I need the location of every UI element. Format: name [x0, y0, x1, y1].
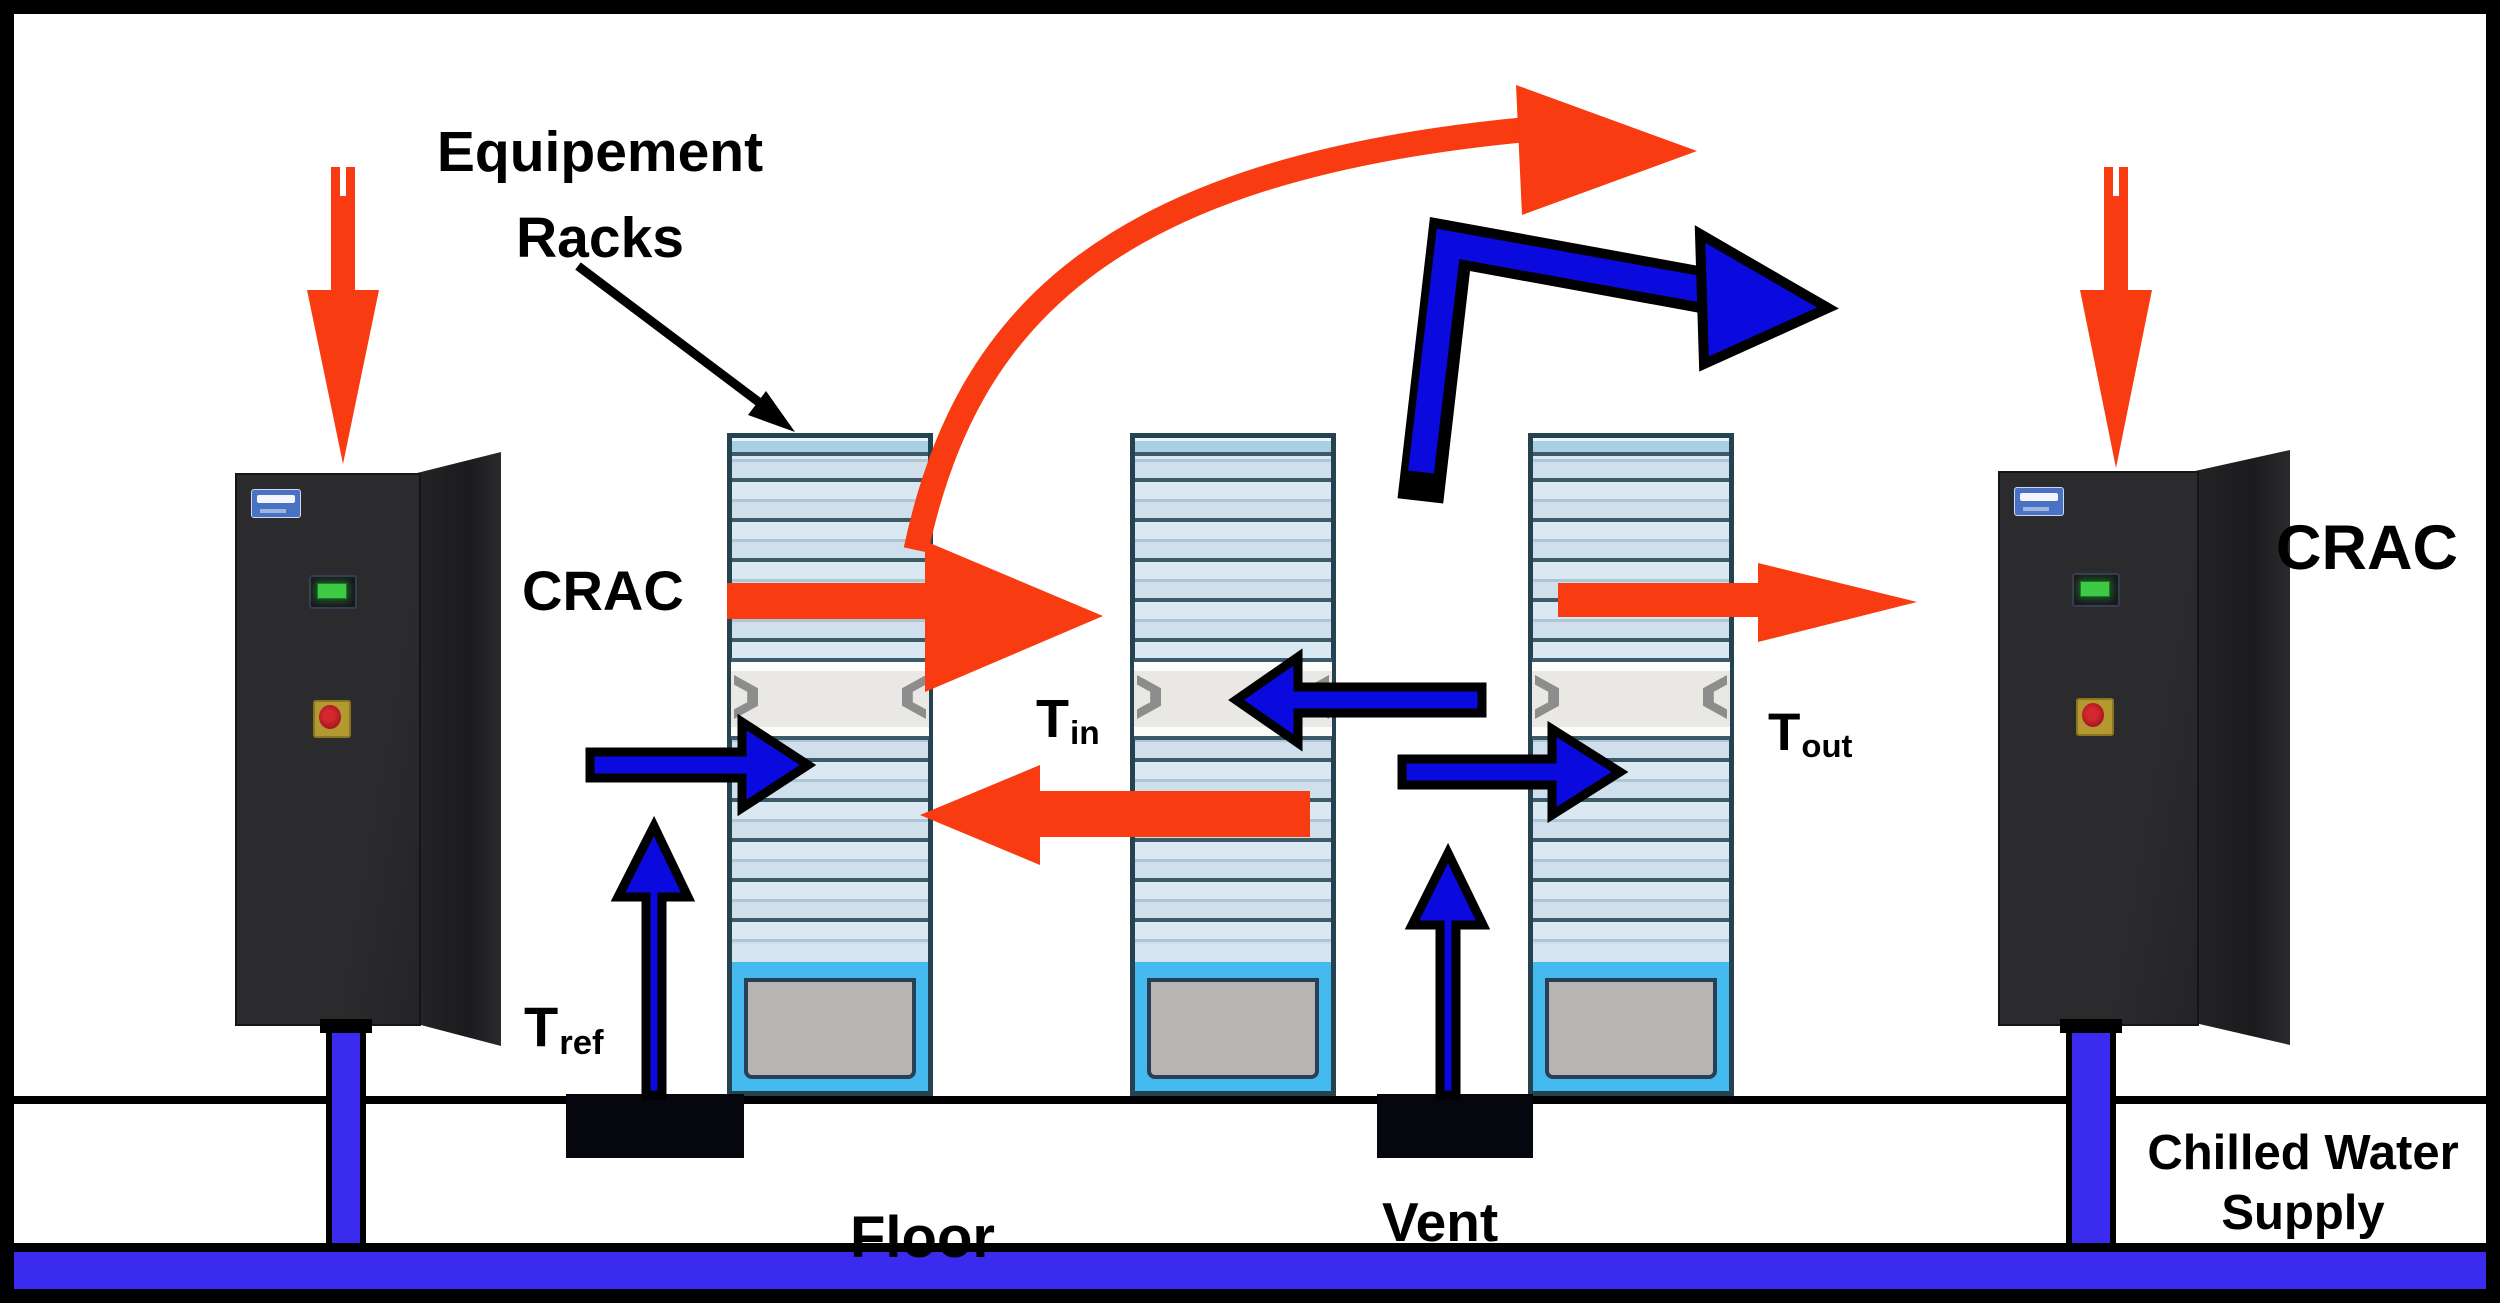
rack-mid-bay [1532, 658, 1730, 740]
chilled-water-supply-label: Chilled Water Supply [2124, 1124, 2482, 1244]
cold-return-bent-arrow [1397, 216, 1839, 504]
cold-inlet-arrow-rack1 [585, 713, 817, 817]
crac-brand-logo [251, 489, 301, 518]
t-out-symbol: T [1768, 703, 1801, 762]
equipment-racks-pointer-arrow [575, 262, 795, 432]
pipe-joint [320, 1019, 372, 1033]
chilled-water-main-pipe [14, 1243, 2486, 1301]
crac-front-panel [1998, 471, 2199, 1026]
cold-inlet-arrow-rack3 [1397, 720, 1629, 824]
rack-base-panel [1147, 978, 1319, 1079]
t-ref-label: Tref [524, 996, 604, 1062]
rack-top-cap [732, 438, 928, 456]
chilled-water-riser-right [2066, 1022, 2116, 1252]
t-in-label: Tin [1036, 689, 1100, 753]
crac-green-screen [317, 583, 347, 599]
t-out-subscript: out [1801, 727, 1853, 765]
crac-emergency-stop-button [313, 700, 351, 738]
vent-up-arrow [1404, 842, 1491, 1100]
hot-exhaust-arrow-rack1 [727, 541, 1103, 692]
crac-side-panel [2195, 450, 2290, 1045]
hot-exhaust-arrow-rack3 [1558, 563, 1917, 642]
crac-right-label: CRAC [2276, 513, 2458, 583]
vent-up-arrow-tref [610, 815, 696, 1100]
crac-brand-logo [2014, 487, 2064, 516]
floor-vent-right [1377, 1094, 1533, 1158]
crac-left-label: CRAC [522, 559, 684, 622]
rack-base-panel [744, 978, 916, 1079]
rack-base-panel [1545, 978, 1717, 1079]
equipment-racks-label-line2: Racks [516, 205, 684, 270]
crac-emergency-stop-button [2076, 698, 2114, 736]
equipment-racks-label-line1: Equipement [436, 120, 764, 184]
rack-mid-bay [731, 658, 929, 740]
crac-green-screen [2080, 581, 2110, 597]
t-ref-symbol: T [524, 995, 559, 1058]
raised-floor-line [14, 1096, 2486, 1104]
hot-air-down-arrow-left [307, 167, 379, 464]
crac-unit-left [235, 452, 501, 1046]
rack-top-cap [1533, 438, 1729, 456]
cold-inlet-arrow-rack2 [1228, 648, 1487, 752]
hot-exhaust-curved-arrow [903, 85, 1697, 553]
rack-base [1135, 944, 1331, 1091]
pipe-joint [2060, 1019, 2122, 1033]
crac-status-display [2072, 573, 2120, 607]
rack-base [732, 944, 928, 1091]
equipment-rack-3 [1528, 433, 1734, 1096]
t-ref-subscript: ref [559, 1023, 604, 1062]
t-in-symbol: T [1036, 689, 1069, 749]
t-out-label: Tout [1768, 703, 1853, 765]
t-in-subscript: in [1070, 715, 1100, 753]
equipment-racks-label: Equipement Racks [418, 110, 782, 281]
chilled-water-label-line2: Supply [2221, 1185, 2385, 1240]
rack-base [1533, 944, 1729, 1091]
floor-vent-left [566, 1094, 744, 1158]
chilled-water-label-line1: Chilled Water [2147, 1126, 2459, 1180]
equipment-rack-2 [1130, 433, 1336, 1096]
floor-label: Floor [850, 1205, 995, 1270]
hot-recirculation-arrow-rack2 [920, 765, 1310, 865]
red-knob-icon [319, 705, 341, 729]
red-knob-icon [2082, 703, 2104, 727]
crac-front-panel [235, 473, 421, 1026]
hot-air-down-arrow-right [2080, 167, 2152, 468]
crac-side-panel [417, 452, 501, 1046]
vent-label: Vent [1382, 1191, 1499, 1253]
rack-top-cap [1135, 438, 1331, 456]
crac-status-display [309, 575, 357, 609]
crac-unit-right [1998, 450, 2290, 1045]
chilled-water-riser-left [326, 1022, 366, 1252]
